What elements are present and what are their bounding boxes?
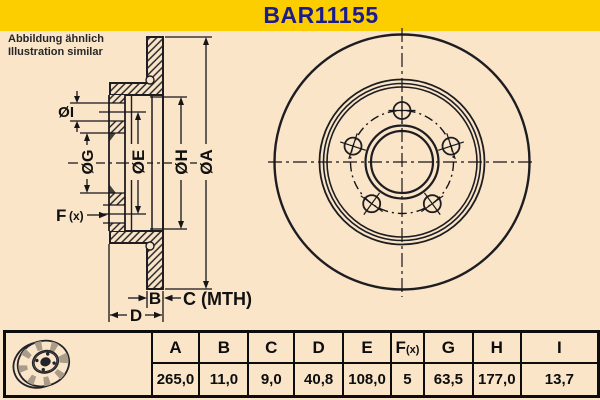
- part-number-title: BAR11155: [263, 2, 379, 28]
- col-value-b: 11,0: [198, 362, 250, 398]
- dim-label-d: D: [127, 306, 145, 325]
- svg-text:ØE: ØE: [129, 150, 148, 175]
- dimension-arrowheads: [74, 37, 209, 319]
- col-value-h: 177,0: [471, 362, 522, 398]
- svg-text:B: B: [149, 289, 161, 308]
- cross-section-view: ØI ØG ØE ØH ØA F (x): [56, 36, 252, 325]
- svg-text:ØH: ØH: [172, 149, 191, 175]
- svg-text:(x): (x): [69, 209, 84, 223]
- col-value-g: 63,5: [422, 362, 474, 398]
- svg-text:D: D: [130, 306, 142, 325]
- dim-label-c: C (MTH): [183, 289, 252, 309]
- col-header-h: H: [471, 330, 522, 364]
- col-header-f: F(x): [390, 330, 425, 364]
- dim-label-f: F (x): [56, 206, 84, 225]
- similarity-note-de: Abbildung ähnlich: [8, 33, 104, 45]
- col-value-d: 40,8: [293, 362, 345, 398]
- dimension-table: A B C D E F(x) G H I 265,0 11,0 9,0 40,8…: [3, 330, 600, 398]
- svg-text:ØA: ØA: [197, 149, 216, 175]
- brake-disc-icon: [12, 339, 71, 389]
- dim-label-h: ØH: [172, 144, 191, 180]
- dim-label-a: ØA: [197, 144, 216, 180]
- bolt-hole: [362, 194, 382, 214]
- section-lower-solid: [109, 230, 164, 290]
- svg-text:F: F: [56, 206, 66, 225]
- dim-label-i: ØI: [58, 104, 74, 121]
- col-value-a: 265,0: [150, 362, 201, 398]
- svg-text:ØG: ØG: [80, 150, 97, 175]
- col-header-e: E: [342, 330, 392, 364]
- col-value-c: 9,0: [247, 362, 296, 398]
- bore-chamfer-upper: [109, 133, 116, 142]
- similarity-note: Abbildung ähnlich Illustration similar: [8, 33, 104, 59]
- bolt-hole: [441, 136, 461, 156]
- dim-label-g: ØG: [78, 145, 97, 179]
- title-banner: BAR11155: [0, 0, 600, 31]
- bolt-hole: [343, 136, 363, 156]
- col-header-i: I: [519, 330, 600, 364]
- similarity-note-en: Illustration similar: [8, 46, 103, 58]
- col-header-b: B: [198, 330, 250, 364]
- col-value-f: 5: [390, 362, 425, 398]
- disc-thumbnail-cell: [3, 330, 153, 398]
- col-header-g: G: [422, 330, 474, 364]
- col-header-a: A: [150, 330, 201, 364]
- col-value-i: 13,7: [519, 362, 600, 398]
- col-header-c: C: [247, 330, 296, 364]
- front-view: [268, 28, 536, 297]
- dim-label-e: ØE: [129, 144, 148, 180]
- col-value-e: 108,0: [342, 362, 392, 398]
- section-upper-solid: [109, 36, 164, 96]
- dim-label-b: B: [148, 289, 162, 308]
- col-header-d: D: [293, 330, 345, 364]
- bolt-hole: [422, 194, 442, 214]
- bore-chamfer-lower: [109, 184, 116, 193]
- fillet-lip-upper: [145, 75, 155, 85]
- fillet-lip-lower: [145, 241, 155, 251]
- bolt-hole-cross-ticks: [340, 97, 464, 215]
